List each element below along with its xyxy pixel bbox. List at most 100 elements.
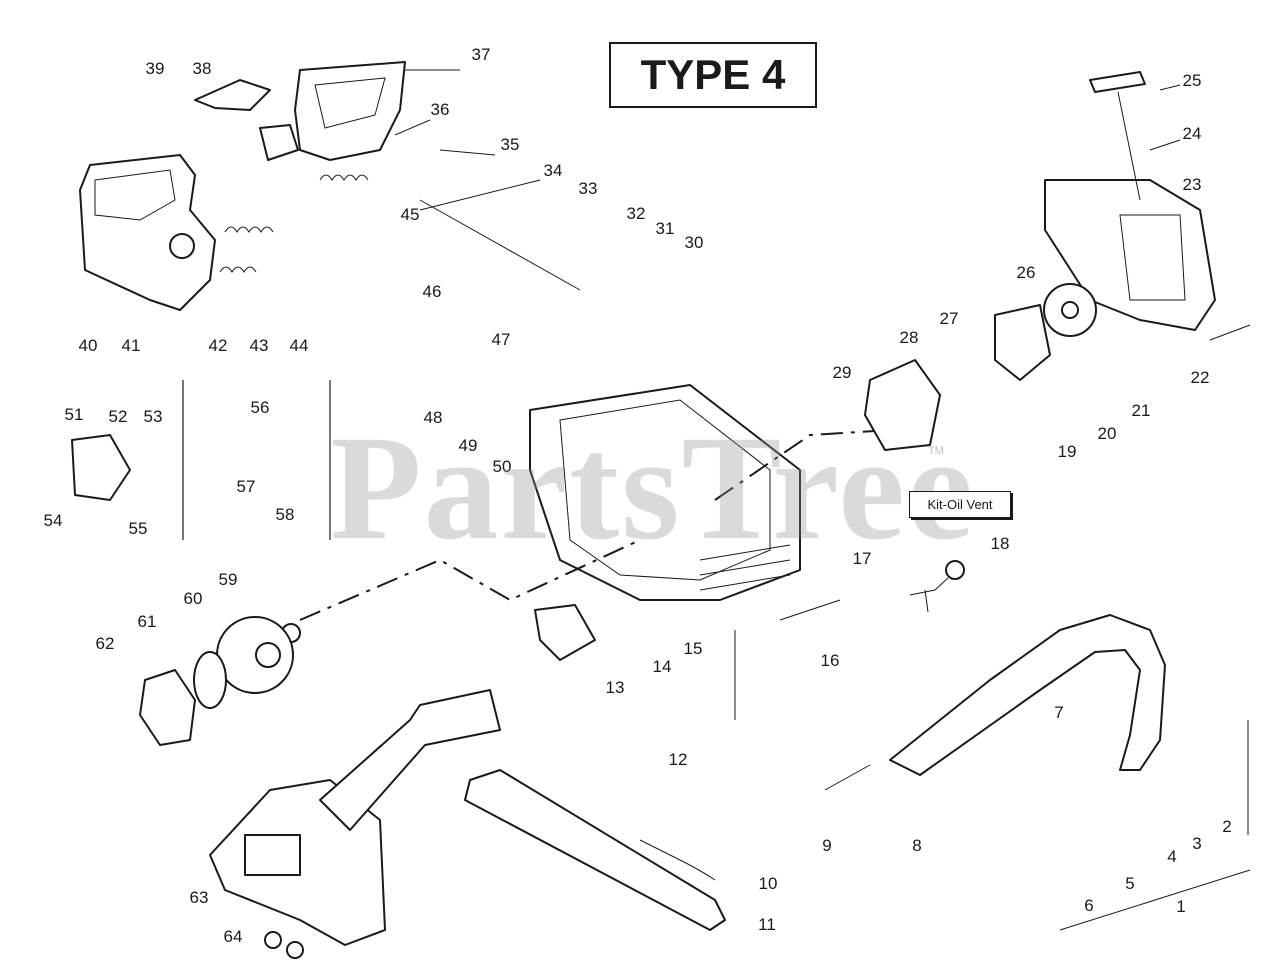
part-label: 46 [423,282,442,301]
part-label: 8 [912,836,921,855]
part-label: 23 [1183,175,1202,194]
leader-line [419,179,541,211]
part-label: 61 [138,612,157,631]
part-label: 55 [129,519,148,538]
part-label: 33 [579,179,598,198]
part-label: 48 [424,408,443,427]
part-label: 20 [1098,424,1117,443]
crankcase-detail [559,399,771,581]
vent-hose [909,577,949,613]
crankcase-shape [529,384,801,601]
part-label: 28 [900,328,919,347]
spring-shape [219,266,257,273]
clutch-cover-shape [139,669,196,746]
part-label: 2 [1222,817,1231,836]
part-label: 35 [501,135,520,154]
leader-line [439,149,496,156]
throttle-rod [419,199,581,291]
rear-handle-detail [94,169,176,221]
nut-shape [264,931,282,949]
leader-line [779,599,841,621]
spring-shape [224,226,274,233]
part-labels: 1 2 3 4 5 6 7 8 9 10 11 12 13 14 15 16 1… [44,45,1232,946]
front-handle-shape [889,614,1166,776]
part-label: 19 [1058,442,1077,461]
part-label: 14 [653,657,672,676]
part-label: 43 [250,336,269,355]
part-label: 53 [144,407,163,426]
rear-handle-shape [79,154,216,311]
trigger-shape [259,124,299,161]
guide-bar-shape [464,769,726,931]
part-label: 49 [459,436,478,455]
part-label: 18 [991,534,1010,553]
handle-hole [169,233,195,259]
part-label: 9 [822,836,831,855]
part-label: 25 [1183,71,1202,90]
flywheel-pawl-shape [994,304,1051,381]
part-label: 5 [1125,874,1134,893]
part-label: 36 [431,100,450,119]
leader-line [824,764,871,791]
drum-hub [255,642,281,668]
part-label: 11 [758,915,776,934]
leader-line [1059,869,1251,931]
part-label: 17 [853,549,872,568]
part-label: 39 [146,59,165,78]
part-label: 6 [1084,896,1093,915]
part-label: 41 [122,336,141,355]
part-label: 3 [1192,834,1201,853]
part-label: 4 [1167,847,1176,866]
pulley-hub [1061,301,1079,319]
part-label: 29 [833,363,852,382]
assembly-line [714,429,891,501]
part-label: 50 [493,457,512,476]
part-label: 12 [669,750,688,769]
part-label: 51 [65,405,84,424]
top-handle-shape [294,61,406,161]
part-label: 64 [224,927,243,946]
cover-window [244,834,301,876]
part-label: 24 [1183,124,1202,143]
leader-line [1159,84,1181,91]
leader-line [1149,139,1181,151]
watermark-trademark: TM [928,445,944,457]
part-label: 62 [96,634,115,653]
top-handle-detail [314,77,386,129]
part-label: 1 [1176,897,1185,916]
leader-line [394,119,431,136]
disc-shape [193,651,227,709]
part-label: 13 [606,678,625,697]
part-label: 47 [492,330,511,349]
starter-housing-detail [1119,214,1186,301]
nut-shape [286,941,304,959]
part-label: 59 [219,570,238,589]
kit-oil-vent-label[interactable]: Kit-Oil Vent [909,491,1011,518]
diagram-title: TYPE 4 [609,42,817,108]
part-label: 16 [821,651,840,670]
part-label: 52 [109,407,128,426]
part-label: 54 [44,511,63,530]
part-label: 32 [627,204,646,223]
oil-vent-shape [945,560,965,580]
part-label: 10 [759,874,778,893]
part-label: 60 [184,589,203,608]
plate-shape [534,604,596,661]
crankcase-detail [699,544,791,591]
part-label: 57 [237,477,256,496]
part-label: 31 [656,219,675,238]
part-label: 56 [251,398,270,417]
part-label: 45 [401,205,420,224]
chain-brake-arm-shape [319,689,501,831]
part-label: 34 [544,161,563,180]
part-label: 38 [193,59,212,78]
part-label: 42 [209,336,228,355]
spring-shape [319,174,369,181]
part-label: 58 [276,505,295,524]
part-label: 40 [79,336,98,355]
leader-line [1209,324,1251,341]
part-label: 44 [290,336,309,355]
starter-grip-shape [1089,71,1146,93]
part-label: 7 [1054,703,1063,722]
